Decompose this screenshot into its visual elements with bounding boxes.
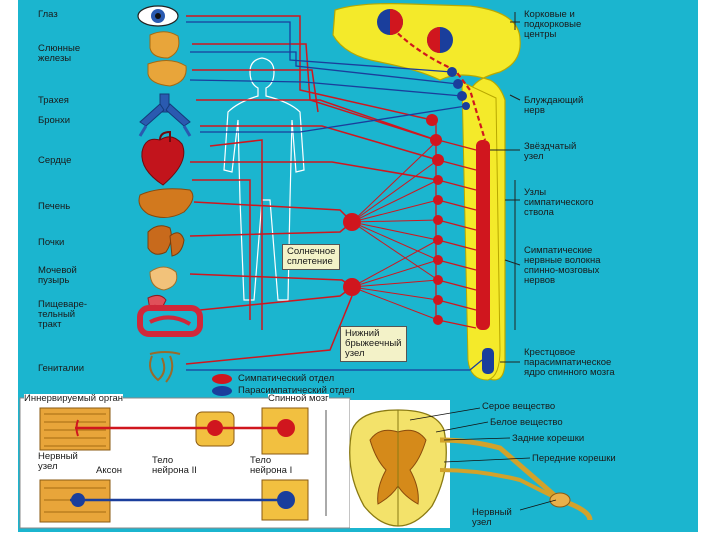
organ-label-liver: Печень [38,201,71,212]
label-innervated-organ: Иннервируемый орган [24,393,124,404]
spinal-fibers [435,122,477,329]
label-anterior-roots: Передние корешки [532,453,616,464]
legend-parasympathetic-swatch [212,386,232,396]
legend-sympathetic-swatch [212,374,232,384]
label-nerve-ganglion: Нервный узел [472,507,512,528]
sacral-nucleus [482,348,494,374]
label-neuron-1: Тело нейрона I [250,455,293,476]
sympathetic-column [476,140,490,330]
organ-label-genitalia: Гениталии [38,363,85,374]
parasympathetic-organ-nerves [186,21,483,371]
cortical-center-2 [427,27,453,53]
cross-section-callouts [409,407,557,511]
organ-label-digestive: Пищеваре- тельный тракт [38,299,88,330]
heart-icon [141,130,185,186]
organ-label-bronchi: Бронхи [38,115,71,126]
liver-icon [138,188,194,218]
cortical-center-1 [377,9,403,35]
label-spinal-cord: Спинной мозг [268,393,329,404]
label-neuron-2: Тело нейрона II [152,455,197,476]
label-white-matter: Белое вещество [490,417,563,428]
body-outline [223,57,305,301]
label-sympathetic-fibers: Симпатические нервные волокна спинно-моз… [524,245,601,286]
solar-plexus-fibers [351,139,439,281]
right-callout-lines [490,12,521,363]
label-solar-plexus: Солнечное сплетение [282,244,341,270]
label-stellate-ganglion: Звёздчатый узел [524,141,577,162]
legend-sympathetic-label: Симпатический отдел [238,373,335,384]
label-sympathetic-trunk: Узлы симпатического ствола [524,187,594,218]
organ-label-bladder: Мочевой пузырь [38,265,77,286]
spinal-cross-section [349,400,593,528]
organ-label-kidneys: Почки [38,237,65,248]
sympathetic-trunk-ganglia [426,114,444,325]
organ-label-heart: Сердце [38,155,72,166]
kidneys-icon [147,225,185,257]
genitalia-icon [149,351,181,383]
label-posterior-roots: Задние корешки [512,433,585,444]
legend-parasympathetic-label: Парасимпатический отдел [238,385,355,396]
organ-label-trachea: Трахея [38,95,69,106]
label-axon: Аксон [96,465,122,476]
eye-icon [137,5,179,27]
trachea-bronchi-icon [138,93,192,137]
label-cortical-centers: Корковые и подкорковые центры [524,9,582,40]
label-grey-matter: Серое вещество [482,401,556,412]
label-sacral-nucleus: Крестцовое парасимпатическое ядро спинно… [524,347,615,378]
legend [212,374,232,396]
label-mesenteric-ganglion: Нижний брыжеечный узел [340,326,407,362]
label-vagus-nerve: Блуждающий нерв [524,95,584,116]
mesenteric-fibers [351,239,439,321]
digestive-tract-icon [137,294,203,337]
parasympathetic-neuron-pathway [70,491,295,509]
bladder-icon [149,266,178,291]
salivary-glands-icon [147,31,187,87]
label-ganglion: Нервный узел [38,451,78,472]
organ-label-eye: Глаз [38,9,58,20]
organ-label-salivary: Слюнные железы [38,43,81,64]
sympathetic-neuron-pathway [75,419,295,437]
